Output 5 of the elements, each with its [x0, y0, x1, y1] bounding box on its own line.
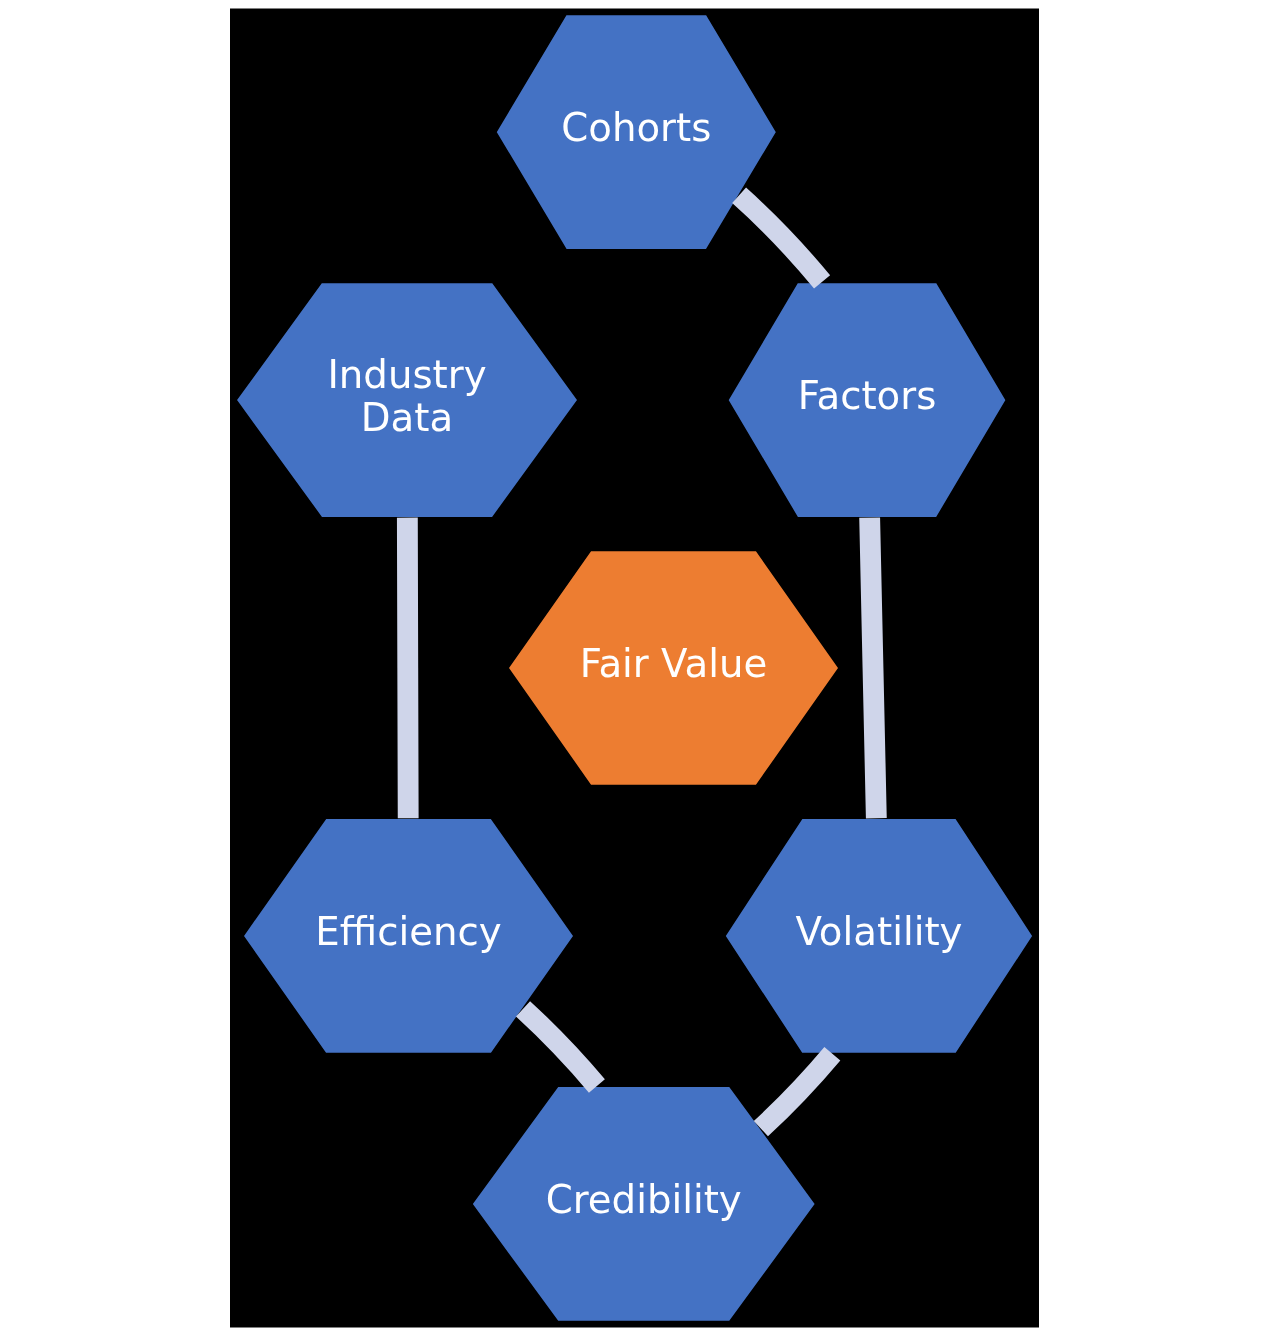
- connector: [858, 517, 887, 819]
- connector: [396, 517, 419, 819]
- connector: [753, 1046, 840, 1137]
- connector: [731, 187, 830, 289]
- connector: [515, 1001, 605, 1093]
